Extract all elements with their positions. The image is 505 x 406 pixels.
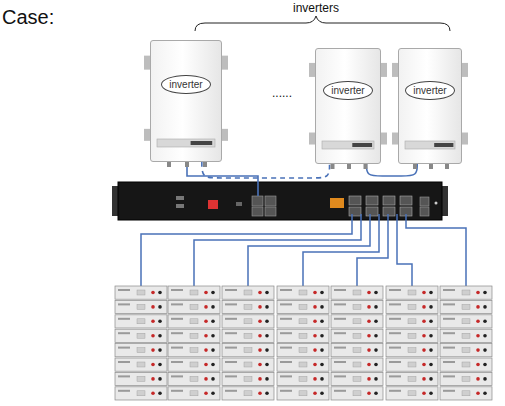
battery-module	[440, 387, 492, 400]
battery-module	[168, 387, 220, 400]
group-bracket	[195, 16, 450, 31]
battery-module	[386, 300, 438, 313]
battery-module	[222, 286, 274, 299]
inverter-detail	[316, 49, 382, 165]
battery-cable	[303, 214, 379, 286]
battery-module	[277, 344, 329, 357]
battery-module	[386, 372, 438, 385]
battery-module	[222, 358, 274, 371]
battery-module	[115, 358, 167, 371]
battery-module	[331, 286, 383, 299]
battery-module	[440, 372, 492, 385]
inverter-logo: inverter	[323, 81, 372, 100]
battery-module	[386, 387, 438, 400]
battery-module	[331, 329, 383, 342]
battery-cables	[141, 214, 466, 286]
battery-module	[115, 286, 167, 299]
battery-cable	[141, 214, 352, 286]
battery-module	[115, 344, 167, 357]
ellipsis-label: ......	[272, 86, 292, 100]
battery-module	[440, 344, 492, 357]
battery-module	[386, 358, 438, 371]
battery-module	[168, 315, 220, 328]
battery-module	[331, 358, 383, 371]
battery-module	[440, 286, 492, 299]
battery-stacks	[115, 286, 492, 400]
battery-module	[222, 387, 274, 400]
battery-cable	[357, 214, 388, 286]
battery-module	[115, 372, 167, 385]
group-label: inverters	[293, 1, 339, 15]
battery-module	[222, 300, 274, 313]
battery-module	[277, 358, 329, 371]
battery-cable	[248, 214, 370, 286]
battery-module	[277, 315, 329, 328]
battery-cable	[397, 214, 412, 286]
battery-module	[386, 286, 438, 299]
battery-module	[115, 315, 167, 328]
battery-module	[222, 372, 274, 385]
inverter-unit: inverter	[150, 40, 222, 162]
battery-cable	[194, 214, 361, 286]
battery-module	[386, 315, 438, 328]
battery-module	[168, 358, 220, 371]
inverter-logo: inverter	[405, 81, 454, 100]
battery-module	[277, 300, 329, 313]
inverter-unit: inverter	[398, 48, 462, 164]
battery-module	[115, 300, 167, 313]
battery-module	[277, 387, 329, 400]
battery-module	[222, 315, 274, 328]
battery-module	[440, 300, 492, 313]
inverter-unit: inverter	[315, 48, 381, 164]
battery-module	[331, 387, 383, 400]
battery-module	[331, 372, 383, 385]
battery-module	[440, 315, 492, 328]
battery-module	[277, 372, 329, 385]
battery-module	[386, 329, 438, 342]
inverter-link	[366, 164, 417, 176]
hub-ports	[349, 196, 412, 216]
battery-module	[222, 329, 274, 342]
inverter-link	[202, 162, 330, 178]
battery-module	[115, 387, 167, 400]
battery-module	[168, 329, 220, 342]
battery-module	[168, 344, 220, 357]
battery-cable	[406, 214, 466, 286]
battery-module	[115, 329, 167, 342]
title: Case:	[2, 6, 54, 29]
inverter-detail	[151, 41, 223, 163]
inverter-logo: inverter	[161, 75, 210, 94]
battery-module	[277, 329, 329, 342]
battery-module	[168, 372, 220, 385]
battery-module	[440, 358, 492, 371]
battery-module	[440, 329, 492, 342]
battery-module	[331, 315, 383, 328]
battery-module	[386, 344, 438, 357]
battery-module	[331, 300, 383, 313]
battery-module	[331, 344, 383, 357]
battery-module	[168, 286, 220, 299]
inverter-detail	[399, 49, 463, 165]
battery-module	[168, 300, 220, 313]
hub-cable	[187, 166, 258, 196]
battery-module	[277, 286, 329, 299]
battery-module	[222, 344, 274, 357]
